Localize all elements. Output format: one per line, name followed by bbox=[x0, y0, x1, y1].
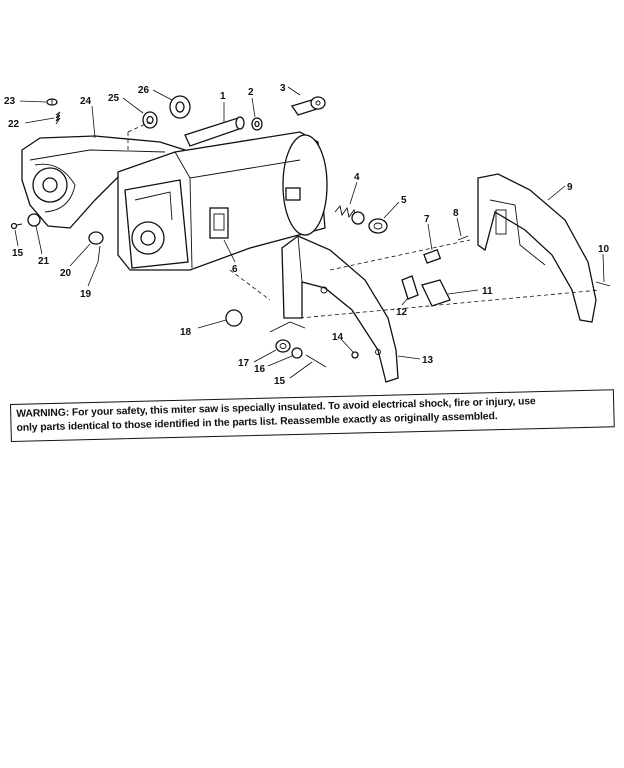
handle-cover-part bbox=[477, 173, 597, 323]
callout-17: 17 bbox=[238, 358, 250, 369]
callout-labels: 23 22 24 25 26 1 2 3 4 5 6 7 8 9 10 11 1… bbox=[4, 83, 610, 387]
callout-4: 4 bbox=[354, 172, 360, 183]
callout-3: 3 bbox=[280, 83, 286, 94]
callout-10: 10 bbox=[598, 244, 610, 255]
screw-10-part bbox=[595, 281, 611, 287]
callout-22: 22 bbox=[8, 119, 20, 130]
callout-25: 25 bbox=[108, 93, 120, 104]
nut-21-part bbox=[27, 213, 41, 227]
callout-7: 7 bbox=[424, 214, 430, 225]
callout-15-left: 15 bbox=[12, 248, 24, 259]
bolt-15-part bbox=[305, 354, 327, 368]
callout-20: 20 bbox=[60, 268, 72, 279]
trigger-11-part bbox=[421, 279, 451, 307]
knob-20-part bbox=[88, 231, 104, 245]
blade-guard-part bbox=[21, 135, 186, 229]
spring-22-part bbox=[55, 111, 61, 125]
callout-12: 12 bbox=[396, 307, 408, 318]
callout-23: 23 bbox=[4, 96, 16, 107]
shaft-part bbox=[184, 116, 245, 147]
callout-14: 14 bbox=[332, 332, 344, 343]
pin-8-part bbox=[457, 235, 469, 241]
callout-18: 18 bbox=[180, 327, 192, 338]
switch-7-part bbox=[423, 249, 442, 264]
leader-lines bbox=[14, 86, 605, 379]
washer-25-part bbox=[142, 111, 158, 129]
nut-16-part bbox=[291, 347, 303, 359]
brush-spring-4-part bbox=[334, 205, 365, 225]
bearing-26-part bbox=[169, 95, 191, 119]
callout-11: 11 bbox=[482, 286, 493, 297]
switch-bracket-12-part bbox=[401, 275, 419, 300]
callout-19: 19 bbox=[80, 289, 92, 300]
key-3-part bbox=[290, 96, 326, 116]
handle-frame-part bbox=[281, 235, 399, 383]
cap-18-part bbox=[225, 309, 243, 327]
callout-15-bottom: 15 bbox=[274, 376, 286, 387]
callout-9: 9 bbox=[567, 182, 573, 193]
washer-2-part bbox=[251, 117, 263, 131]
callout-2: 2 bbox=[248, 87, 254, 98]
callout-8: 8 bbox=[453, 208, 459, 219]
screw-15-part bbox=[10, 222, 23, 230]
bracket-plate-part bbox=[269, 321, 306, 333]
motor-housing-part bbox=[117, 131, 328, 271]
callout-16: 16 bbox=[254, 364, 266, 375]
callout-6: 6 bbox=[232, 264, 238, 275]
callout-1: 1 bbox=[220, 91, 226, 102]
callout-26: 26 bbox=[138, 85, 150, 96]
callout-24: 24 bbox=[80, 96, 92, 107]
callout-13: 13 bbox=[422, 355, 434, 366]
pin-19-part bbox=[97, 245, 101, 263]
brush-cap-5-part bbox=[368, 218, 388, 234]
callout-21: 21 bbox=[38, 256, 50, 267]
screw-23-part bbox=[46, 98, 58, 106]
screw-14-part bbox=[351, 351, 359, 359]
callout-5: 5 bbox=[401, 195, 407, 206]
assembly-lines bbox=[127, 121, 601, 319]
washer-17-part bbox=[275, 339, 291, 353]
